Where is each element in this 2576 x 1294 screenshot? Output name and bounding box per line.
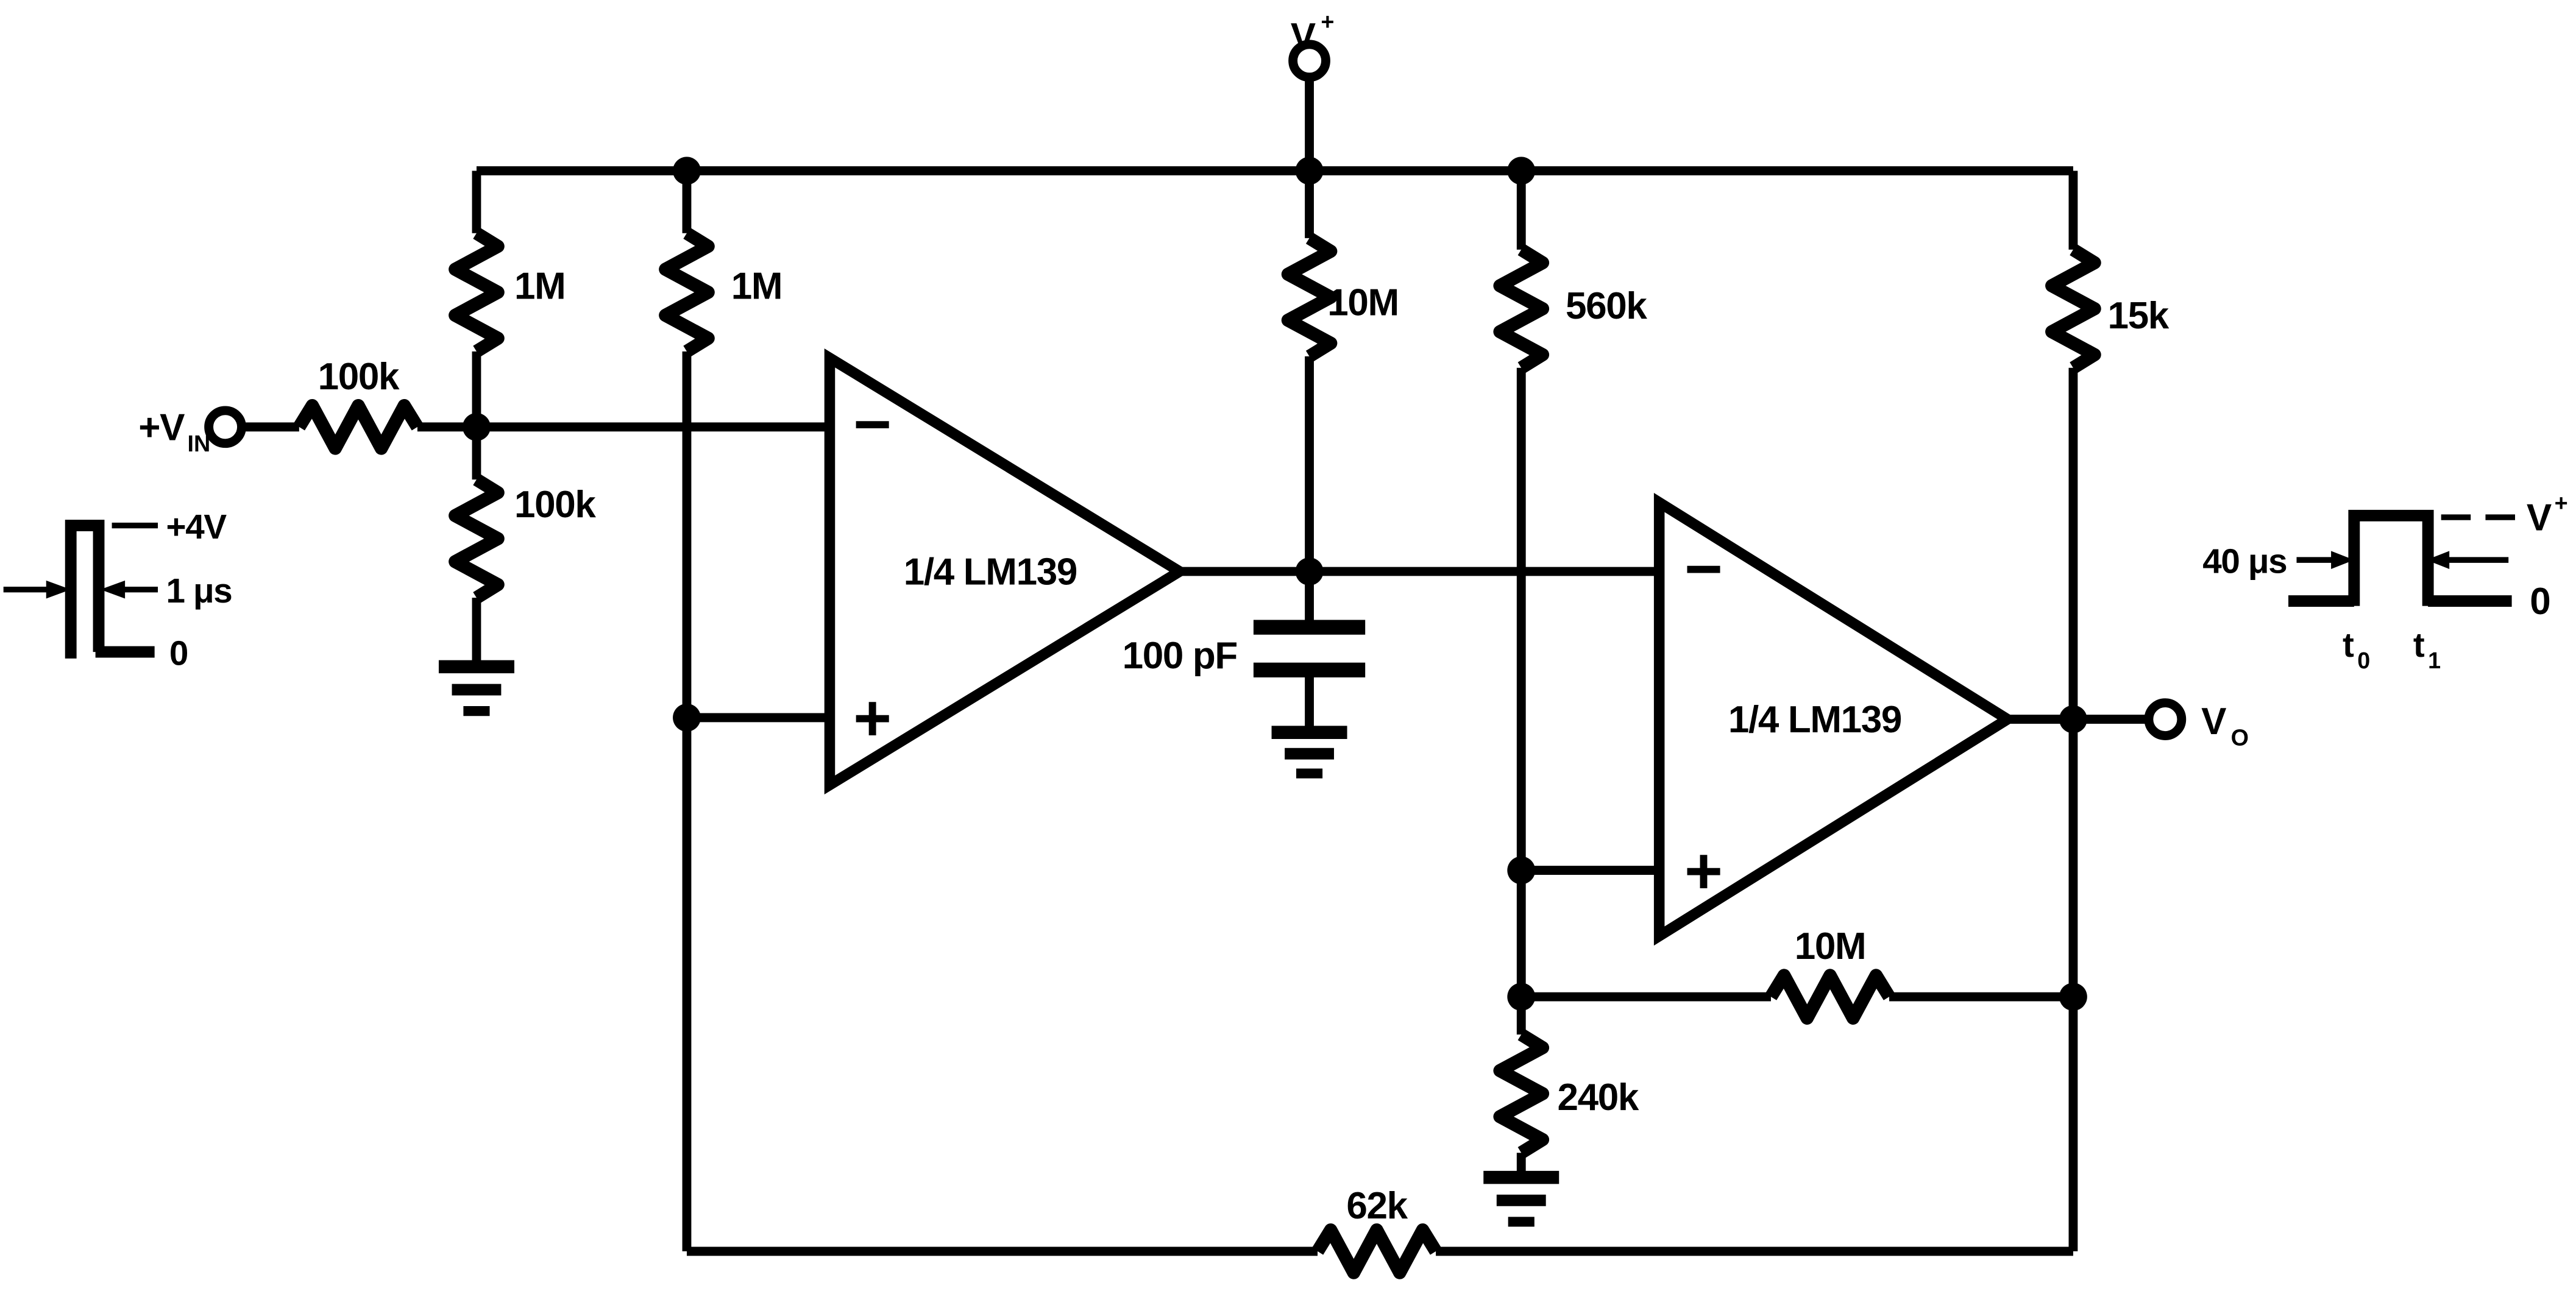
resistor-240k [1493,1028,1550,1159]
input-width-label: 1 μs [166,571,232,610]
resistor-10m-feedback-label: 10M [1795,925,1866,967]
timing-pullup-branch: 10M [1281,171,1399,572]
resistor-10m-feedback [1765,969,1895,1025]
vout-subscript: O [2231,725,2249,751]
ground-icon [438,660,514,716]
vout-label: V [2201,701,2226,743]
timing-capacitor-branch: 100 pF [1123,571,1366,779]
vin-terminal-icon [204,406,246,448]
resistor-15k-label: 15k [2108,295,2170,337]
output-pulse-waveform: 40 μs V + 0 t 0 t 1 [2202,490,2567,673]
t1-subscript: 1 [2428,648,2441,673]
output-level-label: V [2527,497,2552,539]
ref-lower-branch: 240k [1483,997,1640,1227]
ground-icon [1271,726,1347,779]
comparator-1-triangle [824,348,1190,795]
output-pulse-trace [2348,509,2434,606]
junction-dot [1507,983,1536,1011]
vplus-terminal-icon [1288,40,1330,82]
resistor-1m-mid-label: 1M [731,266,782,308]
hysteresis-branch: 62k [686,1185,2073,1279]
junction-dot [1507,157,1536,185]
input-level-label: +4V [166,507,227,546]
resistor-240k-label: 240k [1558,1077,1639,1119]
comparator-1-noninverting-input: + [853,681,892,755]
input-pulse-waveform: +4V 1 μs 0 [3,507,233,673]
power-rail: V + [476,9,2073,175]
junction-dot [673,157,701,185]
vin-label: +V [138,406,185,448]
resistor-10m-top-label: 10M [1327,282,1399,324]
ground-icon [1483,1170,1559,1227]
resistor-1m-left [449,227,505,358]
vout-terminal-icon [2144,698,2187,740]
arrow-right-icon [46,580,71,599]
t0-label: t [2343,626,2354,664]
arrow-left-icon [100,580,126,599]
junction-dot [1507,856,1536,885]
comparator-2-triangle [1653,493,2018,946]
resistor-62k-label: 62k [1346,1185,1408,1227]
junction-dot [2059,705,2087,734]
junction-dot [2059,983,2087,1011]
output-branch: V O [2144,698,2249,751]
arrow-right-icon [2331,551,2354,569]
comparator-2-label: 1/4 LM139 [1728,699,1901,741]
comparator-1: − + 1/4 LM139 [824,348,1659,795]
t1-label: t [2413,626,2425,664]
vplus-superscript: + [1321,9,1334,35]
resistor-560k-label: 560k [1566,285,1647,327]
junction-dot [1295,157,1324,185]
output-level-superscript: + [2555,490,2568,515]
capacitor-label: 100 pF [1123,635,1237,677]
resistor-15k [2045,244,2101,373]
junction-dot [673,703,701,732]
input-zero-label: 0 [169,634,188,673]
resistor-100k-shunt [449,473,505,604]
junction-dot [1295,557,1324,585]
output-pullup-branch: 15k [2045,171,2170,1251]
resistor-1m-mid [659,227,715,358]
reference-branch: 560k [1493,171,1659,997]
resistor-560k [1493,244,1550,373]
resistor-100k-shunt-label: 100k [514,484,596,526]
feedback-branch: 10M [1521,925,2073,1025]
junction-dots [463,157,2087,1011]
comparator-1-inverting-input: − [853,387,892,461]
input-pulse-trace [65,520,105,659]
resistor-100k-series [293,398,424,455]
junction-dot [463,412,491,441]
input-branch: +V IN 100k [138,356,830,456]
resistor-62k [1311,1223,1442,1279]
resistor-100k-series-label: 100k [318,356,400,398]
resistor-10m-top [1281,232,1338,362]
comparator-1-label: 1/4 LM139 [904,551,1077,593]
input-shunt-branch: 100k [438,473,597,716]
resistor-1m-left-label: 1M [514,266,565,308]
arrow-left-icon [2426,551,2450,569]
comparator-2-noninverting-input: + [1684,833,1723,907]
output-width-label: 40 μs [2202,542,2287,581]
t0-subscript: 0 [2357,648,2370,673]
pullup-left-branch: 1M [449,171,566,480]
pullup-mid-branch: 1M [659,171,830,1251]
comparator-2-inverting-input: − [1684,531,1723,605]
vplus-label: V [1291,16,1316,58]
output-zero-label: 0 [2530,581,2550,623]
